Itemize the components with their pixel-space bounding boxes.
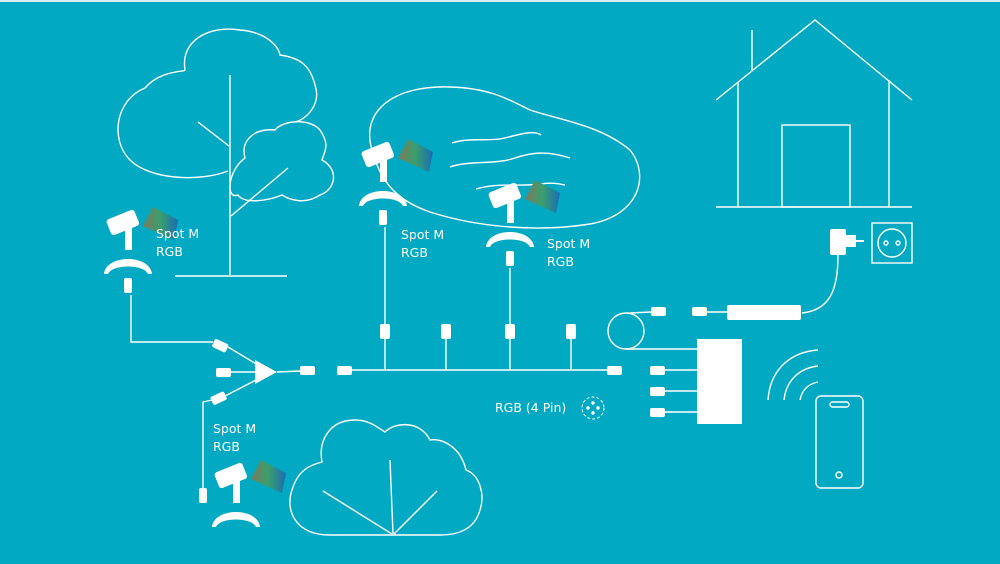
spot-light-1 xyxy=(104,207,178,293)
spot-4-connector xyxy=(199,488,207,503)
spot-label-2: Spot M RGB xyxy=(401,226,444,262)
four-pin-connector-icon xyxy=(581,396,605,420)
spot-3-type: RGB xyxy=(547,254,574,269)
rgb-bus xyxy=(352,227,607,371)
bus-connectors xyxy=(300,324,576,375)
power-cable xyxy=(607,305,801,350)
house-icon xyxy=(715,19,913,208)
wireless-signal-icon xyxy=(767,349,819,401)
top-border xyxy=(0,0,1000,2)
tree-icon xyxy=(117,28,335,277)
smartphone-icon xyxy=(815,395,864,489)
spot-2-type: RGB xyxy=(401,245,428,260)
spot-label-3: Spot M RGB xyxy=(547,235,590,271)
cable-label: RGB (4 Pin) xyxy=(495,400,567,415)
power-socket-icon xyxy=(871,222,913,264)
spot-3-name: Spot M xyxy=(547,236,591,251)
spot-light-2 xyxy=(359,139,433,225)
spot-light-3 xyxy=(486,180,560,266)
spot-light-4 xyxy=(212,460,286,527)
spot-1-type: RGB xyxy=(156,244,183,259)
spot-4-type: RGB xyxy=(213,439,240,454)
spot-1-name: Spot M xyxy=(156,226,200,241)
spot-4-name: Spot M xyxy=(213,421,257,436)
bush-icon xyxy=(289,419,483,536)
spot-label-4: Spot M RGB xyxy=(213,420,256,456)
splitter-icon xyxy=(130,295,301,488)
spot-label-1: Spot M RGB xyxy=(156,225,199,261)
power-adapter-icon xyxy=(801,229,864,314)
controller-box xyxy=(607,339,742,424)
spot-2-name: Spot M xyxy=(401,227,445,242)
